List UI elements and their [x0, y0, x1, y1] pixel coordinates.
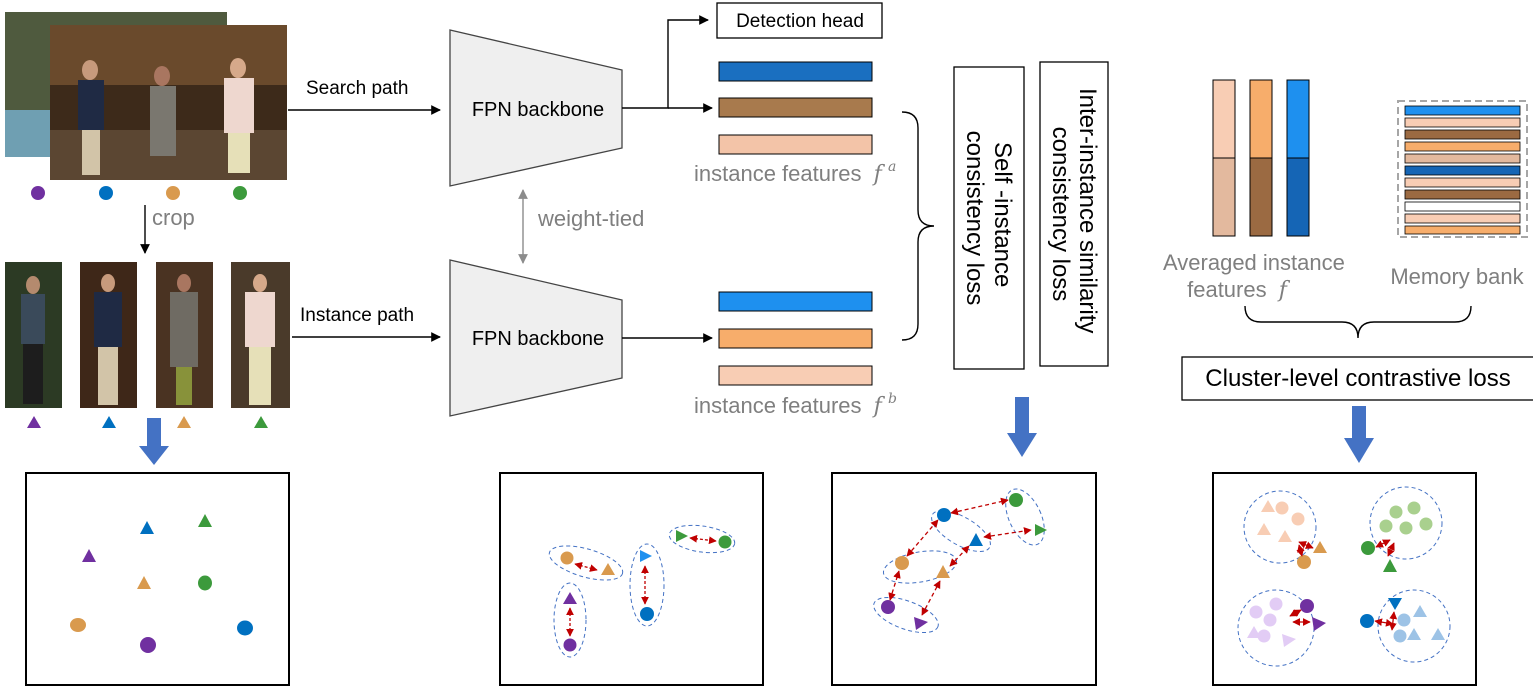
- id-triangle-blue: [102, 416, 116, 428]
- weight-tied-label: weight-tied: [537, 206, 644, 231]
- instance-path-label: Instance path: [300, 305, 414, 326]
- search-path-label: Search path: [306, 78, 408, 99]
- p1-tri-orange: [137, 576, 151, 589]
- avg-bar-2-bottom: [1249, 157, 1273, 237]
- id-dot-orange: [166, 186, 180, 200]
- crop-label: crop: [152, 205, 195, 230]
- detection-head-label: Detection head: [736, 11, 864, 32]
- cluster-loss-label: Cluster-level contrastive loss: [1205, 365, 1510, 392]
- detection-head-box: [716, 2, 883, 39]
- instance-features-a-label: instance features f a: [694, 159, 896, 187]
- avg-bar-1-bottom: [1212, 157, 1236, 237]
- p3-pairs: [873, 488, 1047, 634]
- fpn-backbone-top: [449, 29, 623, 187]
- p4-clusters: [1237, 486, 1451, 667]
- id-dot-blue: [99, 186, 113, 200]
- fpn-backbone-bottom-label: FPN backbone: [472, 328, 604, 350]
- down-arrow-1: [139, 418, 169, 465]
- fpn-backbone-bottom: [449, 259, 623, 417]
- id-triangle-purple: [27, 416, 41, 428]
- feature-b-bar-3: [718, 365, 873, 386]
- detection-head-arrow: [622, 15, 709, 109]
- down-arrow-2: [1007, 397, 1037, 457]
- id-triangle-orange: [177, 416, 191, 428]
- averaged-features: [1212, 79, 1310, 237]
- avg-bar-3-bottom: [1286, 157, 1310, 237]
- p1-tri-blue: [140, 521, 154, 534]
- memory-bank-rows: [1404, 105, 1521, 235]
- inter-instance-loss-box: [1039, 61, 1109, 367]
- feature-a-bar-3: [718, 134, 873, 155]
- averaged-features-label: Averaged instance features f: [1163, 250, 1351, 303]
- avg-bar-2-top: [1249, 79, 1273, 159]
- self-instance-loss-label: Self -instance consistency loss: [961, 131, 1016, 306]
- feature-b-bar-1: [718, 291, 873, 312]
- features-brace: [901, 111, 935, 341]
- feature-b-bar-2: [718, 328, 873, 349]
- id-dot-purple: [31, 186, 45, 200]
- p1-tri-purple: [82, 549, 96, 562]
- cluster-brace: [1244, 305, 1472, 339]
- avg-bar-1-top: [1212, 79, 1236, 159]
- p2-pairs: [548, 524, 736, 658]
- avg-bar-3-top: [1286, 79, 1310, 159]
- p1-dot-purple: [140, 637, 156, 653]
- panel-self-instance: [499, 472, 764, 686]
- cropped-instances: [5, 262, 290, 408]
- p1-dot-blue: [237, 620, 253, 636]
- memory-bank-frame: [1397, 100, 1528, 238]
- feature-a-bar-2: [718, 97, 873, 118]
- fpn-backbone-top-label: FPN backbone: [472, 99, 604, 121]
- p1-dot-green: [198, 575, 212, 591]
- down-arrow-3: [1344, 406, 1374, 463]
- memory-bank-label: Memory bank: [1390, 264, 1524, 289]
- panel-initial-embedding: [25, 472, 290, 686]
- feature-a-bar-1: [718, 61, 873, 82]
- id-dot-green: [233, 186, 247, 200]
- p1-tri-green: [198, 514, 212, 527]
- video-frames: [5, 12, 287, 180]
- self-instance-loss-box: [953, 66, 1025, 370]
- inter-instance-loss-label: Inter-instance similarity consistency lo…: [1047, 88, 1101, 340]
- panel-cluster-level: [1212, 472, 1477, 686]
- id-triangle-green: [254, 416, 268, 428]
- p1-dot-orange: [70, 618, 86, 632]
- cluster-loss-box: [1181, 356, 1533, 401]
- panel-inter-instance: [831, 472, 1097, 686]
- instance-features-b-label: instance features f b: [694, 391, 897, 419]
